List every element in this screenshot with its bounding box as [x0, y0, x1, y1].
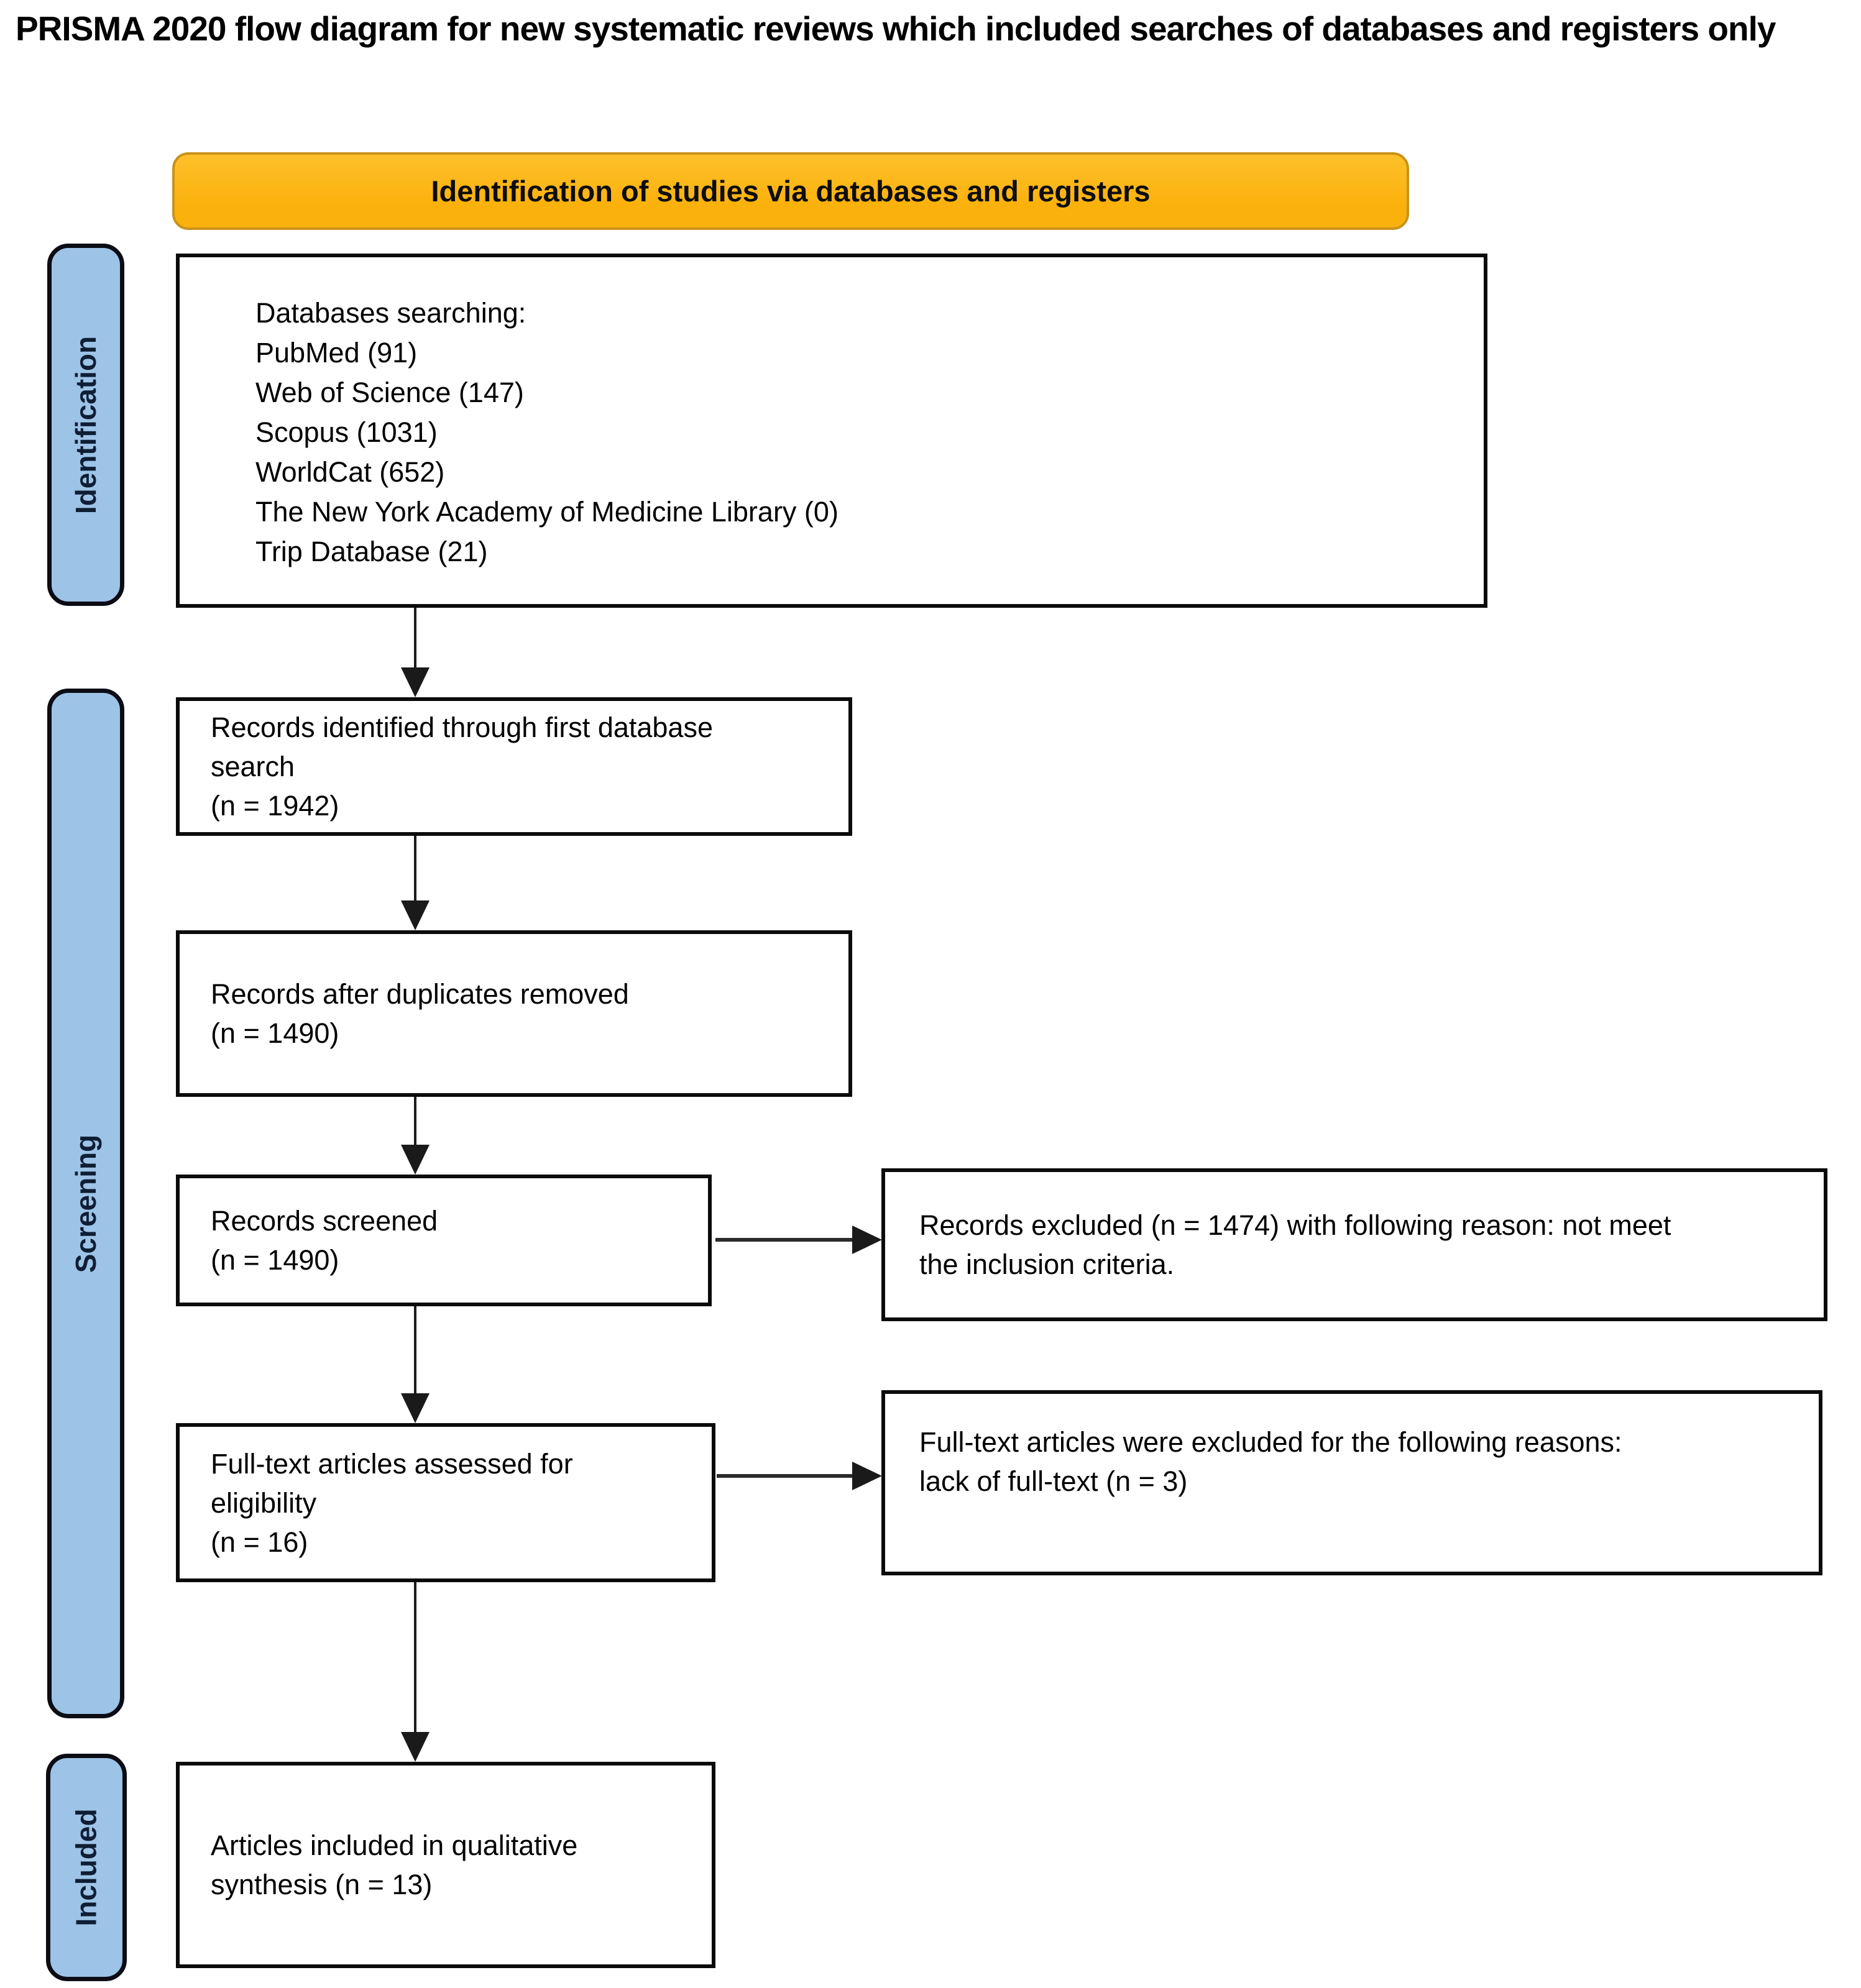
records-excluded-box: Records excluded (n = 1474) with followi… — [881, 1168, 1827, 1321]
arrow-databases-to-identified-line — [414, 608, 416, 667]
arrow-databases-to-identified-head — [401, 667, 430, 697]
arrow-deduplicated-to-screened-line — [414, 1097, 416, 1145]
box-text-line: Full-text articles assessed for — [211, 1447, 573, 1480]
box-text-line: lack of full-text (n = 3) — [919, 1465, 1188, 1497]
articles-included-box: Articles included in qualitative synthes… — [176, 1762, 715, 1968]
records-identified-box: Records identified through first databas… — [176, 697, 852, 836]
stage-label-included-text: Included — [70, 1808, 103, 1926]
box-text-line: Records excluded (n = 1474) with followi… — [919, 1209, 1671, 1241]
box-text-line: Records screened — [211, 1205, 438, 1237]
box-text-line: WorldCat (652) — [255, 456, 445, 488]
arrow-fulltext-to-included-line — [414, 1582, 416, 1732]
arrow-fulltext-to-excluded-head — [852, 1462, 882, 1490]
fulltext-assessed-box: Full-text articles assessed for eligibil… — [176, 1423, 715, 1582]
box-text-line: synthesis (n = 13) — [211, 1869, 433, 1900]
box-text-line: eligibility — [211, 1486, 317, 1519]
arrow-fulltext-to-excluded-line — [717, 1474, 852, 1478]
stage-label-identification: Identification — [47, 244, 124, 606]
box-text-line: Scopus (1031) — [255, 416, 438, 448]
records-screened-box: Records screened (n = 1490) — [176, 1175, 712, 1306]
box-text-line: Web of Science (147) — [255, 377, 524, 408]
box-text-line: (n = 1490) — [211, 1017, 339, 1049]
stage-label-screening-text: Screening — [70, 1134, 103, 1273]
box-text-line: Articles included in qualitative — [211, 1830, 578, 1861]
stage-label-identification-text: Identification — [70, 336, 103, 514]
identification-banner: Identification of studies via databases … — [172, 152, 1409, 230]
arrow-identified-to-deduplicated-head — [401, 900, 430, 930]
diagram-title: PRISMA 2020 flow diagram for new systema… — [16, 9, 1776, 48]
stage-label-included: Included — [46, 1754, 127, 1981]
arrow-screened-to-excluded-line — [715, 1238, 852, 1242]
box-text-line: the inclusion criteria. — [919, 1248, 1175, 1280]
fulltext-excluded-box: Full-text articles were excluded for the… — [881, 1390, 1822, 1575]
box-text-line: (n = 16) — [211, 1526, 308, 1558]
stage-label-screening: Screening — [47, 689, 124, 1718]
box-text-line: (n = 1942) — [211, 790, 339, 822]
box-text-line: Records identified through first databas… — [211, 712, 713, 743]
box-text-line: PubMed (91) — [255, 337, 418, 369]
arrow-screened-to-fulltext-line — [414, 1306, 416, 1393]
banner-label: Identification of studies via databases … — [431, 175, 1151, 208]
arrow-fulltext-to-included-head — [401, 1732, 430, 1762]
box-text-line: Full-text articles were excluded for the… — [919, 1426, 1622, 1458]
arrow-screened-to-excluded-head — [852, 1225, 882, 1254]
arrow-deduplicated-to-screened-head — [401, 1145, 430, 1175]
box-text-line: The New York Academy of Medicine Library… — [255, 496, 839, 528]
box-text-line: search — [211, 751, 295, 782]
box-text-line: (n = 1490) — [211, 1244, 339, 1276]
box-text-line: Trip Database (21) — [255, 536, 488, 567]
arrow-screened-to-fulltext-head — [401, 1393, 430, 1423]
records-after-duplicates-box: Records after duplicates removed (n = 14… — [176, 930, 852, 1097]
arrow-identified-to-deduplicated-line — [414, 836, 416, 900]
databases-searched-box: Databases searching: PubMed (91) Web of … — [176, 254, 1487, 608]
box-text-line: Databases searching: — [255, 297, 526, 329]
box-text-line: Records after duplicates removed — [211, 978, 629, 1010]
